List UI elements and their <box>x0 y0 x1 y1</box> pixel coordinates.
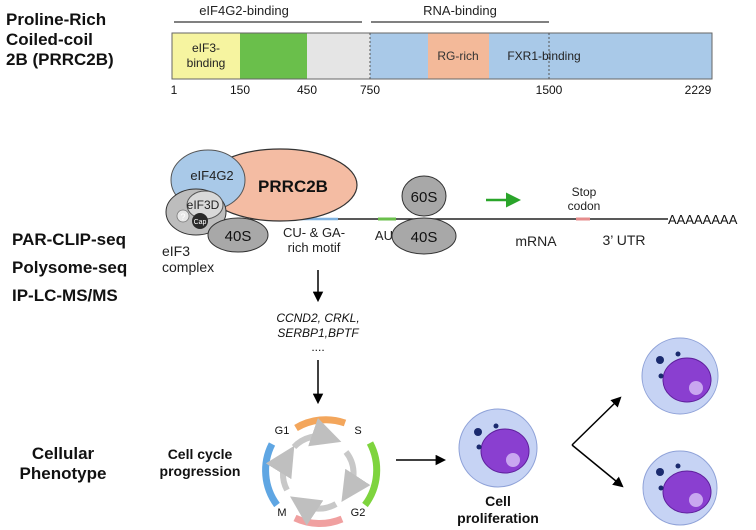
s40-right-label: 40S <box>411 229 438 246</box>
stop-codon-label-1: Stop <box>572 185 597 199</box>
motif-label-1: CU- & GA- <box>283 225 345 240</box>
protein-title-line-3: 2B (PRRC2B) <box>6 50 114 69</box>
method-par-clip-seq: PAR-CLIP-seq <box>12 230 126 249</box>
position-1500: 1500 <box>536 83 563 97</box>
domain-eif3-binding <box>172 33 240 79</box>
cycle-inner-arrow-2 <box>341 450 371 503</box>
eif3d-label: eIF3D <box>187 198 220 212</box>
cell-granule <box>476 444 482 450</box>
cell-nucleus <box>480 428 530 474</box>
s60-label: 60S <box>411 189 438 206</box>
large-ribosome-subunit <box>401 175 447 217</box>
targets-line-2: SERBP1,BPTF <box>277 326 359 340</box>
mrna-label: mRNA <box>515 233 557 249</box>
cell-cycle-diagram <box>262 416 381 527</box>
cell-granule <box>658 485 664 491</box>
phase-s-label: S <box>354 425 361 437</box>
cell-granule <box>656 468 664 476</box>
small-ribosome-subunit-right <box>391 217 457 255</box>
cell-cycle-label: Cell cycle progression <box>140 446 260 480</box>
prrc2b-label: PRRC2B <box>258 177 328 196</box>
position-450: 450 <box>297 83 317 97</box>
phenotype-title-line-2: Phenotype <box>19 464 107 483</box>
domain-fxr1-binding <box>489 33 712 79</box>
rna-binding-label: RNA-binding <box>423 3 497 18</box>
eif4g2-label: eIF4G2 <box>190 168 233 183</box>
cell-granule <box>656 356 664 364</box>
cell-granule <box>474 428 482 436</box>
unknown-subunit-mark: ? <box>180 212 185 222</box>
mrna-cap <box>192 213 208 229</box>
phenotype-title: Cellular Phenotype <box>8 444 118 484</box>
methods-list: PAR-CLIP-seq Polysome-seq IP-LC-MS/MS <box>12 226 127 310</box>
position-2229: 2229 <box>685 83 712 97</box>
arrow-to-daughter-cell-top <box>571 396 622 446</box>
utr-label: 3’ UTR <box>602 232 645 248</box>
domain-rg-label: RG-rich <box>437 49 478 63</box>
position-1: 1 <box>171 83 178 97</box>
s40-left-label: 40S <box>225 228 252 245</box>
cell-cycle-label-line-1: Cell cycle <box>167 446 233 462</box>
cycle-arc-m-g1 <box>262 442 280 508</box>
cell-nucleolus <box>689 381 703 395</box>
proliferating-cell <box>458 408 538 488</box>
protein-title-line-1: Proline-Rich <box>6 10 107 29</box>
cell-nucleolus <box>689 493 703 507</box>
domain-eif3-label-1: eIF3- <box>192 41 220 55</box>
cell-nucleolus <box>506 453 520 467</box>
eif3-complex-label-2: complex <box>162 259 214 275</box>
cycle-arc-g2-m <box>293 514 344 527</box>
domain-green-segment <box>240 33 307 79</box>
cell-granule <box>675 463 681 469</box>
cycle-arc-s-g2 <box>362 441 381 508</box>
cycle-inner-arrow-4 <box>265 445 295 492</box>
eif4g2-binding-label: eIF4G2-binding <box>199 3 289 18</box>
motif-label-2: rich motif <box>288 240 341 255</box>
protein-title-line-2: Coiled-coil <box>6 30 93 49</box>
position-750: 750 <box>360 83 380 97</box>
position-150: 150 <box>230 83 250 97</box>
targets-line-3: .... <box>311 340 324 354</box>
arrow-to-daughter-cell-bottom <box>571 444 624 488</box>
targets-line-1: CCND2, CRKL, <box>276 311 359 325</box>
cell-proliferation-label-line-2: proliferation <box>457 510 539 526</box>
cell-granule <box>675 351 681 357</box>
small-ribosome-subunit-left <box>207 217 269 253</box>
phenotype-title-line-1: Cellular <box>31 444 95 463</box>
phase-g2-label: G2 <box>351 507 366 519</box>
eif3-complex-label-1: eIF3 <box>162 243 190 259</box>
cell-cycle-label-line-2: progression <box>159 463 241 479</box>
stop-codon-label-2: codon <box>568 199 601 213</box>
domain-eif3-label-2: binding <box>187 56 226 70</box>
cycle-inner-arrow-1 <box>291 417 342 450</box>
daughter-cell-bottom <box>642 450 718 526</box>
cell-proliferation-label: Cell proliferation <box>448 493 548 527</box>
protein-title: Proline-Rich Coiled-coil 2B (PRRC2B) <box>6 10 156 70</box>
poly-a-tail: AAAAAAAA <box>668 212 738 227</box>
cell-nucleus <box>662 357 712 403</box>
domain-blue-segment-1 <box>370 33 428 79</box>
cell-granule <box>493 423 499 429</box>
cell-proliferation-label-line-1: Cell <box>485 493 511 509</box>
phase-g1-label: G1 <box>275 425 290 437</box>
domain-fxr1-label: FXR1-binding <box>507 49 580 63</box>
daughter-cell-top <box>641 337 719 415</box>
domain-gray-segment <box>307 33 370 79</box>
cell-nucleus <box>662 470 712 514</box>
cell-granule <box>658 373 664 379</box>
cycle-arc-g1-s <box>294 416 347 432</box>
method-polysome-seq: Polysome-seq <box>12 258 128 277</box>
method-ip-lc-ms-ms: IP-LC-MS/MS <box>12 286 118 305</box>
phase-m-label: M <box>277 507 286 519</box>
cycle-inner-arrow-3 <box>289 496 338 526</box>
domain-bar-outline <box>171 32 713 80</box>
cap-label: Cap <box>194 219 207 226</box>
unknown-subunit <box>176 209 190 223</box>
domain-rg-rich <box>428 33 489 79</box>
domain-bar <box>171 32 713 80</box>
